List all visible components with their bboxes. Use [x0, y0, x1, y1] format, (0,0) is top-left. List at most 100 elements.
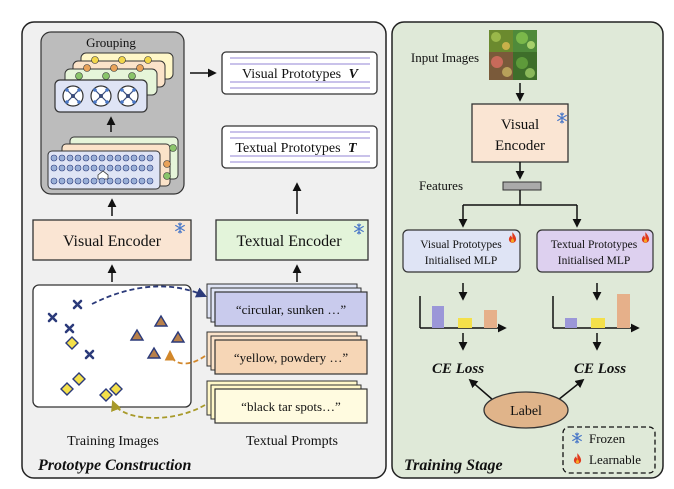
- feature-dot: [66, 154, 74, 162]
- feature-dot: [146, 154, 154, 162]
- feature-dot: [138, 177, 146, 185]
- legend-learnable: Learnable: [589, 452, 641, 467]
- feature-dot-row: [50, 154, 154, 162]
- visual-prototypes-stripes: [230, 57, 370, 89]
- arrow-label-to-left-loss: [468, 378, 494, 401]
- cluster-node-icon: [62, 85, 84, 107]
- visual-prototypes-box: [221, 51, 378, 95]
- prompt-card-3: “black tar spots…”: [206, 380, 368, 424]
- feature-dot: [130, 164, 138, 172]
- diamond-markers: [60, 336, 123, 402]
- input-images-label: Input Images: [411, 50, 479, 65]
- right-visual-encoder-line2: Encoder: [495, 138, 545, 154]
- visual-encoder-label: Visual Encoder: [63, 233, 162, 250]
- cluster-node-icon: [117, 85, 139, 107]
- grouping-label: Grouping: [86, 35, 136, 50]
- svg-text:Textual Prototypes T: Textual Prototypes T: [235, 141, 358, 156]
- feature-dot: [122, 154, 130, 162]
- feature-dot: [106, 164, 114, 172]
- right-visual-encoder-line1: Visual: [501, 117, 539, 133]
- visual-prototypes-label: Visual Prototypes: [242, 67, 341, 82]
- dashed-link-yellow: [164, 349, 206, 365]
- training-images-label: Training Images: [67, 434, 159, 449]
- dashed-link-black-tar: [111, 399, 206, 419]
- legend-frozen: Frozen: [589, 431, 626, 446]
- feature-dot: [58, 154, 66, 162]
- feature-dot: [98, 154, 106, 162]
- ce-loss-right: CE Loss: [574, 361, 626, 377]
- feature-dot: [74, 177, 82, 185]
- visual-encoder-box: [32, 219, 192, 261]
- feature-dot: [50, 164, 58, 172]
- label-node-text: Label: [510, 404, 542, 419]
- feature-dot: [50, 177, 58, 185]
- textual-prompts-label: Textual Prompts: [246, 434, 338, 449]
- textual-encoder-label: Textual Encoder: [236, 233, 342, 250]
- feature-maps: [47, 136, 179, 190]
- feature-dot: [130, 177, 138, 185]
- right-visual-encoder-box: [471, 103, 569, 163]
- feature-dot: [82, 154, 90, 162]
- visual-logits-chart: [419, 296, 507, 333]
- legend-box: [562, 426, 656, 474]
- feature-dot: [98, 164, 106, 172]
- prompt-text-2: “yellow, powdery …”: [234, 350, 349, 365]
- feature-dot: [114, 177, 122, 185]
- cross-markers: [47, 299, 95, 360]
- feature-dot: [66, 164, 74, 172]
- features-label: Features: [419, 178, 463, 193]
- feature-dot: [98, 177, 106, 185]
- feature-dot: [106, 154, 114, 162]
- dashed-link-circular: [91, 285, 207, 305]
- arrow-label-to-right-loss: [557, 378, 585, 401]
- ce-loss-left: CE Loss: [432, 361, 484, 377]
- feature-dot: [50, 154, 58, 162]
- feature-dot: [122, 177, 130, 185]
- visual-mlp-box: [402, 229, 521, 273]
- textual-encoder-box: [215, 219, 369, 261]
- label-node: [483, 391, 569, 429]
- feature-dot: [146, 177, 154, 185]
- feature-dot: [82, 177, 90, 185]
- feature-dot: [58, 177, 66, 185]
- feature-dot: [90, 154, 98, 162]
- textual-mlp-line2: Initialised MLP: [558, 255, 631, 267]
- feature-dot: [82, 164, 90, 172]
- feature-dot: [114, 154, 122, 162]
- textual-prototypes-symbol: T: [348, 141, 358, 156]
- textual-prototypes-stripes: [230, 131, 370, 163]
- textual-prototypes-box: [221, 125, 378, 169]
- prompt-text-3: “black tar spots…”: [241, 399, 341, 414]
- feature-dot-row: [50, 164, 154, 180]
- visual-prototypes-symbol: V: [349, 67, 360, 82]
- feature-dot: [58, 164, 66, 172]
- prompt-card-1: “circular, sunken …”: [206, 283, 368, 327]
- feature-dot: [122, 164, 130, 172]
- feature-dot: [106, 177, 114, 185]
- textual-mlp-box: [536, 229, 654, 273]
- feature-marker-icon: [97, 170, 109, 180]
- textual-logits-chart: [552, 294, 640, 333]
- feature-dot: [74, 154, 82, 162]
- features-split-connector: [463, 190, 577, 206]
- feature-dot: [74, 164, 82, 172]
- feature-dot-row: [50, 177, 154, 185]
- prompt-card-2: “yellow, powdery …”: [206, 331, 368, 375]
- svg-text:Visual Prototypes V: Visual Prototypes V: [242, 67, 360, 82]
- training-stage-panel: [391, 21, 664, 479]
- feature-dot: [138, 164, 146, 172]
- feature-dot: [90, 177, 98, 185]
- left-panel-title: Prototype Construction: [37, 457, 191, 474]
- textual-prototypes-label: Textual Prototypes: [235, 141, 340, 156]
- feature-dot: [138, 154, 146, 162]
- textual-mlp-line1: Textual Prototypes: [551, 239, 638, 251]
- feature-dot: [90, 164, 98, 172]
- visual-mlp-line2: Initialised MLP: [425, 255, 498, 267]
- features-bar: [502, 181, 542, 191]
- feature-dot: [130, 154, 138, 162]
- input-images-thumbnails: [489, 30, 537, 80]
- visual-mlp-line1: Visual Prototypes: [420, 239, 502, 251]
- triangle-markers: [129, 314, 186, 359]
